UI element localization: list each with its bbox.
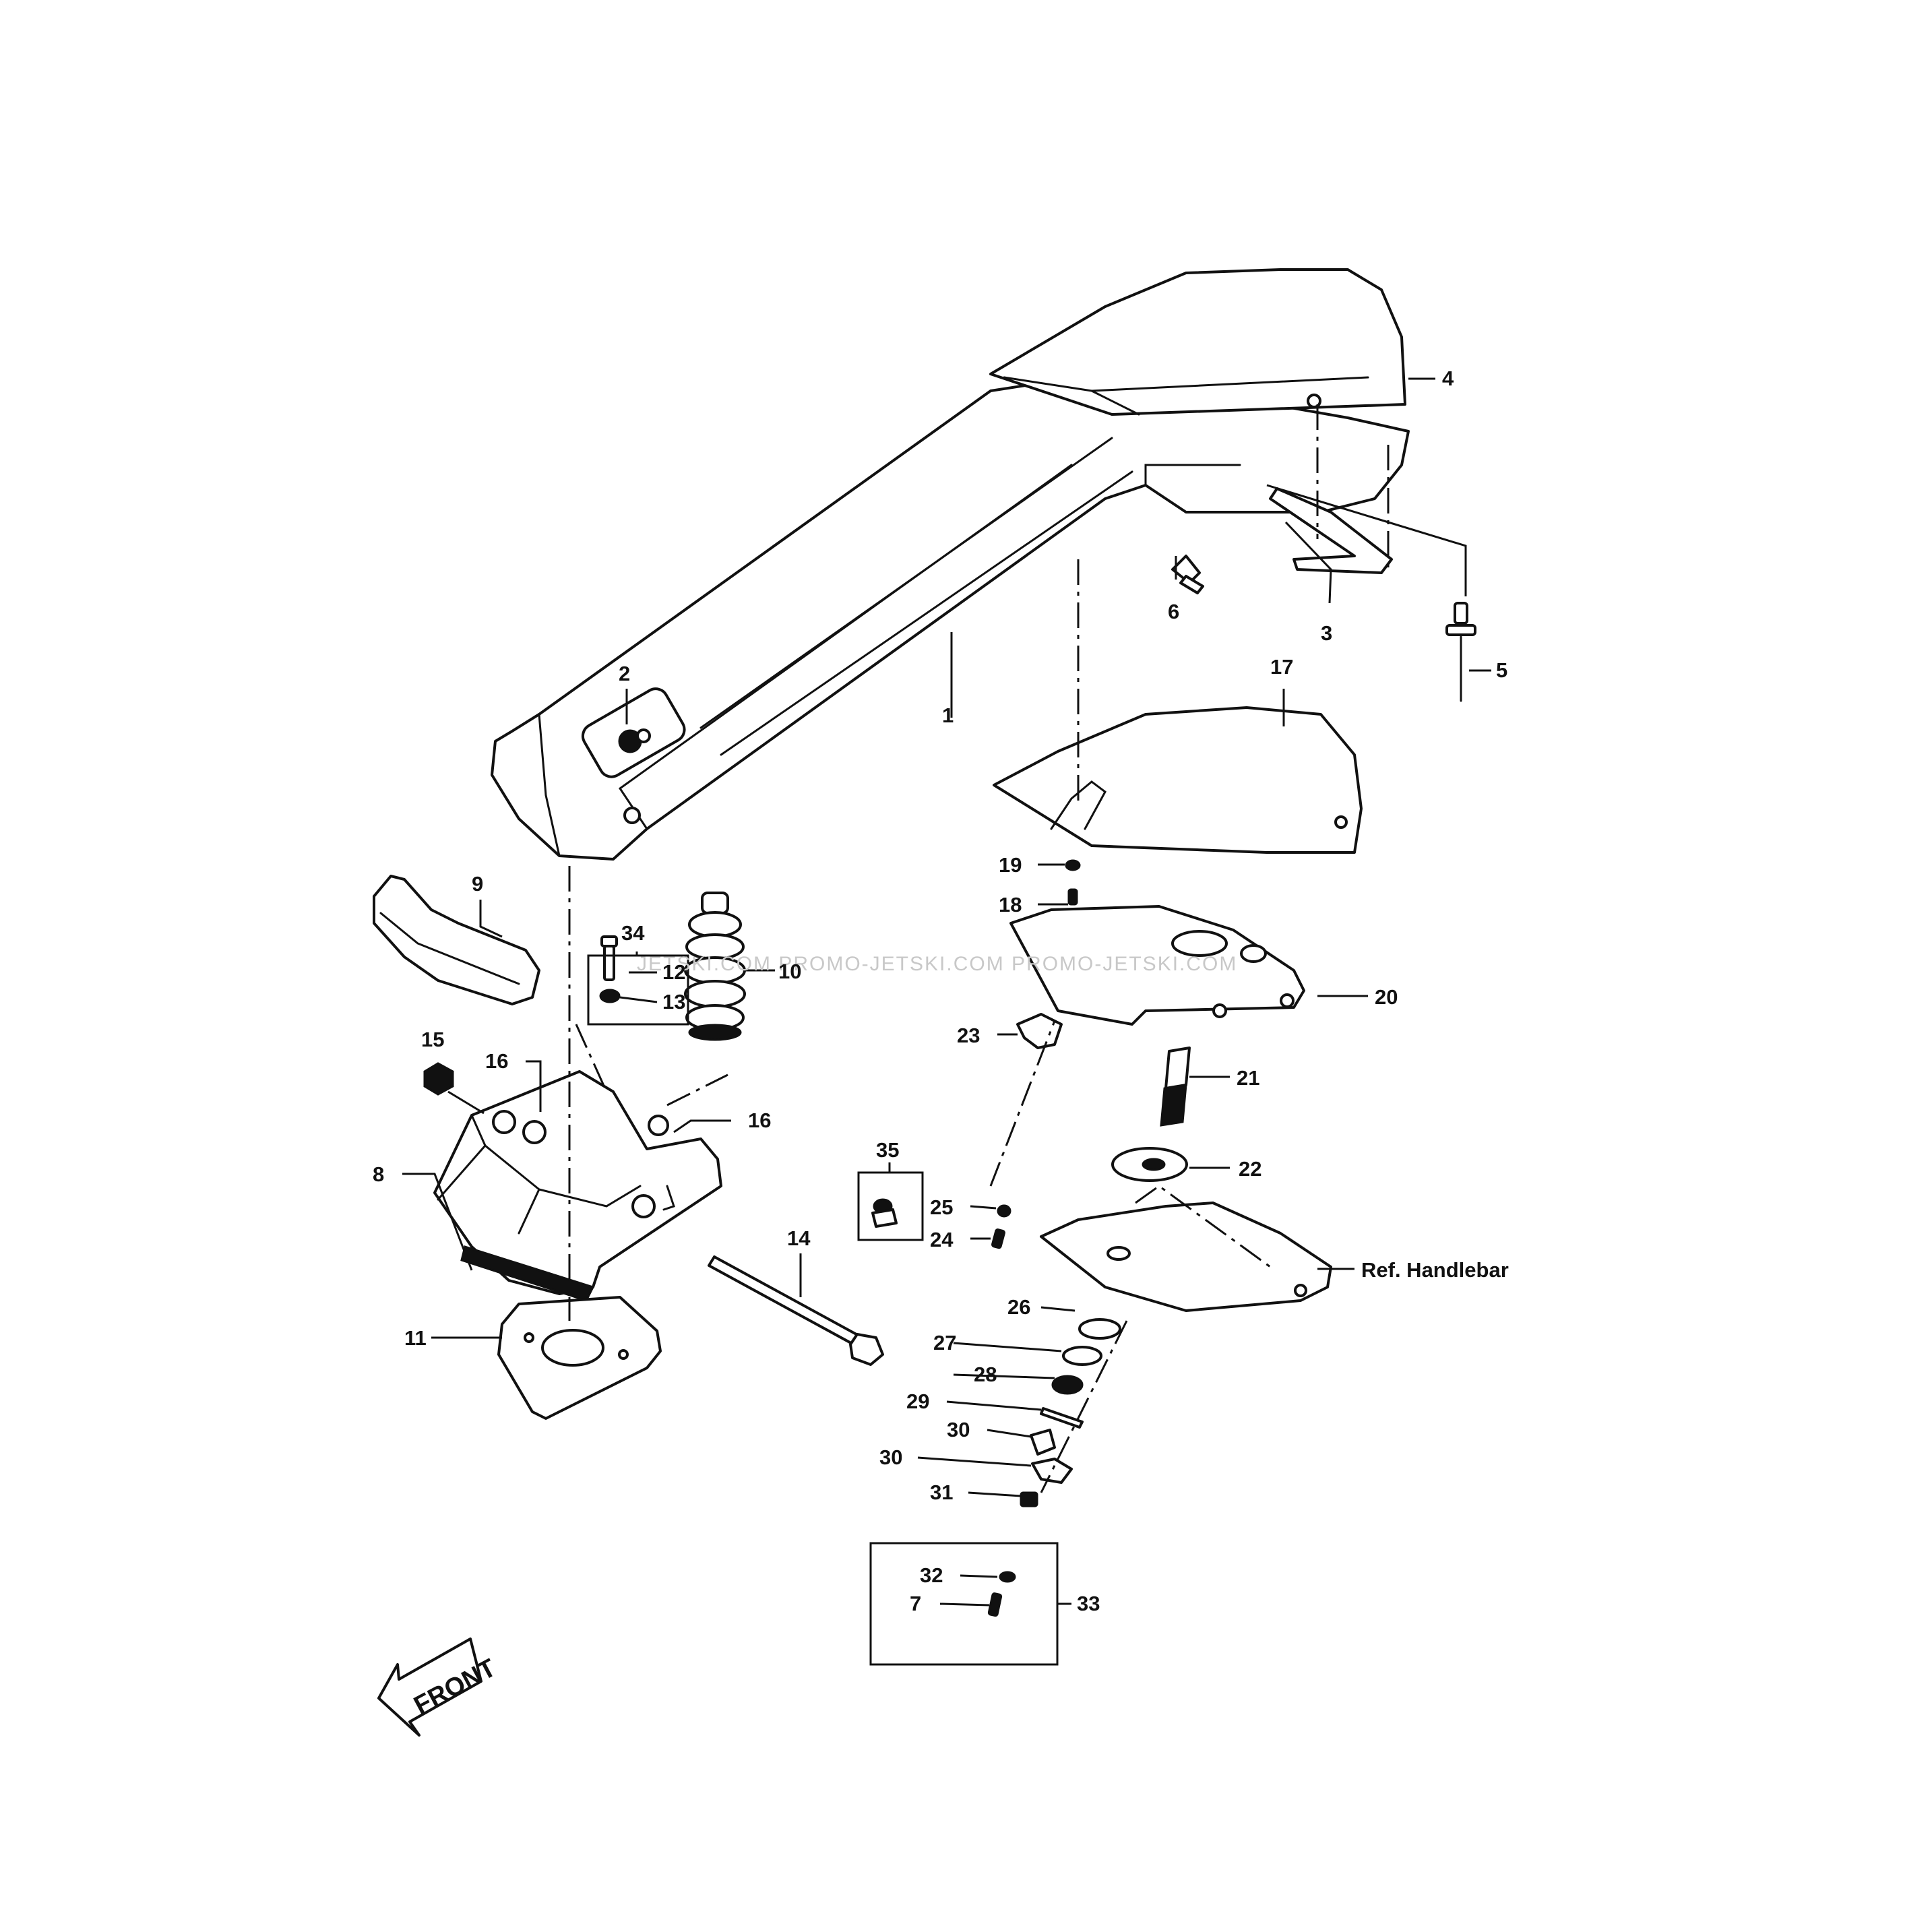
callout-34: 34 bbox=[621, 921, 645, 945]
mounting-plate bbox=[1009, 905, 1305, 1026]
base-plate-11 bbox=[497, 1296, 662, 1420]
watermark-text: JETSKI.COM PROMO-JETSKI.COM PROMO-JETSKI… bbox=[637, 953, 1237, 975]
callout-10: 10 bbox=[778, 960, 801, 983]
callout-22: 22 bbox=[1239, 1157, 1261, 1181]
callout-25: 25 bbox=[930, 1195, 953, 1219]
callout-32: 32 bbox=[920, 1563, 943, 1587]
callout-31: 31 bbox=[930, 1481, 953, 1504]
callout-13: 13 bbox=[662, 990, 685, 1014]
steering-cover-cap bbox=[989, 268, 1406, 416]
pin-29 bbox=[1040, 1407, 1084, 1429]
steering-pole bbox=[491, 376, 1410, 861]
callout-7: 7 bbox=[910, 1592, 921, 1615]
callout-15: 15 bbox=[421, 1028, 444, 1051]
callout-20: 20 bbox=[1375, 985, 1398, 1009]
callout-16b: 16 bbox=[748, 1109, 771, 1132]
stud-21 bbox=[1160, 1047, 1191, 1127]
rubber-strip bbox=[1269, 487, 1393, 574]
kit-box-34 bbox=[587, 954, 689, 1026]
bolt-6 bbox=[1171, 555, 1204, 594]
screw-18 bbox=[1067, 888, 1078, 906]
callout-6: 6 bbox=[1168, 600, 1179, 623]
nut-15 bbox=[423, 1062, 454, 1096]
bolt-12-washer-13 bbox=[599, 935, 621, 1003]
callout-30b: 30 bbox=[879, 1445, 902, 1469]
clamp-30b bbox=[1031, 1458, 1073, 1484]
assembly-lines bbox=[568, 404, 1390, 1493]
handlebar-plate bbox=[1040, 1202, 1332, 1312]
grip-9 bbox=[373, 875, 540, 1005]
rivet-5 bbox=[1445, 602, 1476, 702]
callout-28: 28 bbox=[974, 1363, 997, 1386]
screw-7 bbox=[987, 1592, 1003, 1617]
kit-box-33 bbox=[869, 1542, 1059, 1666]
callout-27: 27 bbox=[933, 1331, 956, 1354]
callout-30a: 30 bbox=[947, 1418, 970, 1441]
screw-24 bbox=[991, 1228, 1005, 1249]
block-31 bbox=[1020, 1491, 1038, 1507]
clamp-30a bbox=[1030, 1429, 1056, 1456]
fastener-stack bbox=[1020, 1318, 1121, 1507]
pivot-bracket bbox=[433, 1070, 722, 1302]
callout-14: 14 bbox=[787, 1226, 811, 1250]
callout-26: 26 bbox=[1007, 1295, 1030, 1319]
washer-26 bbox=[1078, 1318, 1121, 1340]
callout-2: 2 bbox=[619, 662, 630, 685]
callout-18: 18 bbox=[999, 893, 1022, 916]
callout-29: 29 bbox=[906, 1390, 929, 1413]
callout-17: 17 bbox=[1270, 655, 1293, 679]
clip-23 bbox=[1016, 1013, 1063, 1049]
callout-11: 11 bbox=[404, 1326, 427, 1350]
callout-4: 4 bbox=[1442, 367, 1454, 390]
pivot-bolt-14 bbox=[708, 1255, 884, 1366]
front-arrow: FRONT bbox=[377, 1638, 501, 1737]
callout-labels: 1 2 3 4 5 6 7 8 9 10 11 12 13 14 15 16 1… bbox=[373, 367, 1509, 1615]
washer-25 bbox=[997, 1204, 1011, 1218]
leader-lines bbox=[402, 377, 1491, 1607]
washer-19 bbox=[1065, 859, 1081, 871]
callout-12: 12 bbox=[662, 960, 685, 984]
bellows-10 bbox=[684, 892, 746, 1041]
callout-35: 35 bbox=[876, 1138, 899, 1162]
callout-23: 23 bbox=[957, 1024, 980, 1047]
callout-8: 8 bbox=[373, 1162, 384, 1186]
callout-19: 19 bbox=[999, 853, 1022, 877]
ref-handlebar-label: Ref. Handlebar bbox=[1361, 1258, 1509, 1282]
callout-16a: 16 bbox=[485, 1049, 508, 1073]
callout-3: 3 bbox=[1321, 621, 1332, 645]
callout-21: 21 bbox=[1237, 1066, 1259, 1090]
lower-cover bbox=[993, 706, 1363, 854]
callout-24: 24 bbox=[930, 1228, 954, 1251]
nut-28 bbox=[1051, 1375, 1084, 1395]
washer-32 bbox=[999, 1571, 1016, 1583]
callout-33: 33 bbox=[1077, 1592, 1100, 1615]
washer-27 bbox=[1062, 1346, 1102, 1366]
pole-grommet bbox=[618, 728, 651, 753]
callout-5: 5 bbox=[1496, 658, 1507, 682]
plug-35 bbox=[871, 1198, 898, 1228]
callout-9: 9 bbox=[472, 872, 483, 896]
callout-1: 1 bbox=[942, 704, 954, 727]
